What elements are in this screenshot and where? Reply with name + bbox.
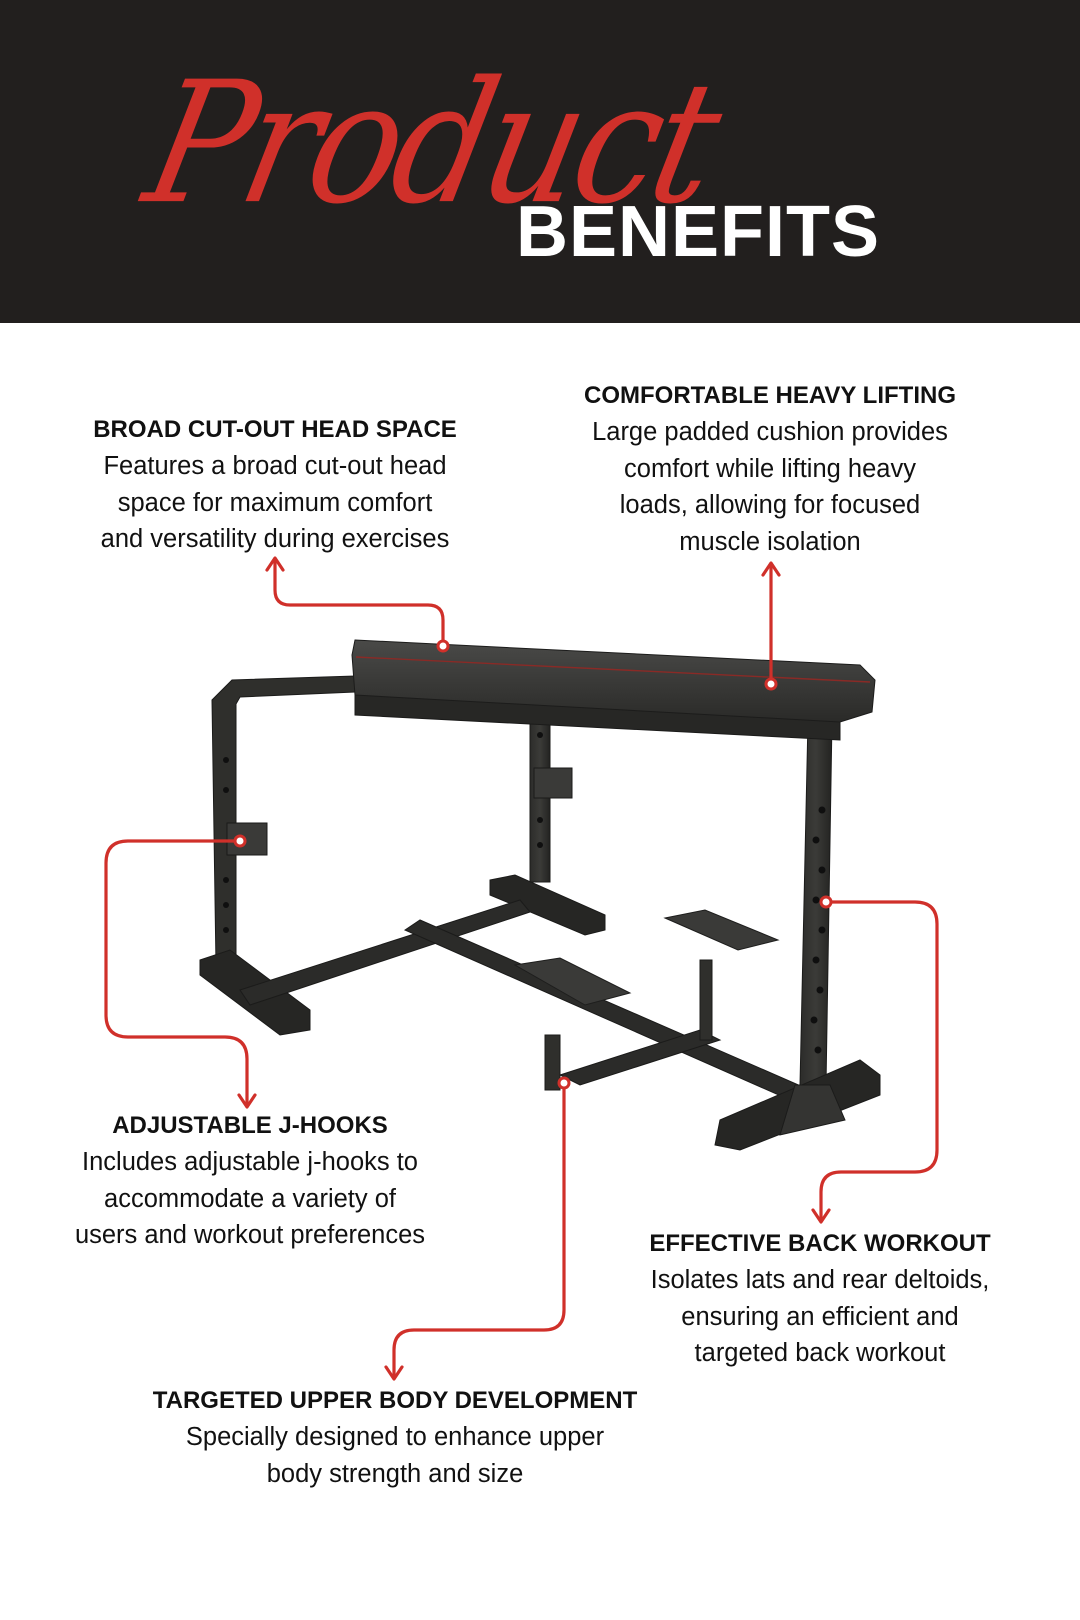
bench-frame: [199, 675, 881, 1151]
callout-line: comfort while lifting heavy: [624, 454, 916, 483]
callout-title: COMFORTABLE HEAVY LIFTING: [584, 382, 956, 409]
callout-line: space for maximum comfort: [117, 488, 433, 517]
callout-line: targeted back workout: [694, 1339, 946, 1367]
callout-line: muscle isolation: [679, 527, 861, 556]
anchor-dot-icon: [764, 677, 778, 691]
upright-holes: [223, 732, 826, 1054]
anchor-dot-icon: [819, 895, 833, 909]
footplates: [513, 909, 780, 1006]
callout-title: EFFECTIVE BACK WORKOUT: [649, 1230, 991, 1257]
callout-body: Isolates lats and rear deltoids, ensurin…: [610, 1262, 1030, 1372]
callout-line: Specially designed to enhance upper: [185, 1423, 605, 1451]
callout-line: body strength and size: [266, 1459, 524, 1488]
anchor-dot-icon: [557, 1076, 571, 1090]
callout-connectors: [104, 556, 939, 1381]
callout-body: Large padded cushion provides comfort wh…: [550, 414, 990, 560]
anchor-dots: [233, 639, 833, 1090]
callout-head-space: BROAD CUT-OUT HEAD SPACE Features a broa…: [60, 412, 490, 558]
padded-cushion: [351, 639, 876, 723]
bench-illustration: [104, 556, 939, 1381]
anchor-dot-icon: [436, 639, 450, 653]
callout-line: Features a broad cut-out head: [103, 452, 447, 480]
header-bold-title: BENEFITS: [516, 192, 881, 272]
callout-title: TARGETED UPPER BODY DEVELOPMENT: [152, 1387, 638, 1414]
callout-line: loads, allowing for focused: [619, 491, 921, 519]
header-banner: Product BENEFITS: [0, 0, 1080, 323]
callout-line: Includes adjustable j-hooks to: [82, 1148, 418, 1176]
callout-body: Specially designed to enhance upper body…: [125, 1419, 665, 1492]
callout-body: Features a broad cut-out head space for …: [60, 448, 490, 558]
callout-line: ensuring an efficient and: [681, 1302, 959, 1331]
callout-title: BROAD CUT-OUT HEAD SPACE: [93, 416, 457, 443]
callout-line: and versatility during exercises: [100, 525, 450, 553]
callout-line: Isolates lats and rear deltoids,: [650, 1266, 990, 1294]
callout-upper-body: TARGETED UPPER BODY DEVELOPMENT Speciall…: [125, 1383, 665, 1492]
callout-line: Large padded cushion provides: [592, 418, 948, 446]
callout-line: users and workout preferences: [74, 1221, 426, 1249]
callout-back-workout: EFFECTIVE BACK WORKOUT Isolates lats and…: [610, 1226, 1030, 1372]
callout-j-hooks: ADJUSTABLE J-HOOKS Includes adjustable j…: [30, 1108, 470, 1254]
anchor-dot-icon: [233, 834, 247, 848]
callout-heavy-lifting: COMFORTABLE HEAVY LIFTING Large padded c…: [550, 378, 990, 560]
j-hooks: [226, 767, 573, 856]
callout-line: accommodate a variety of: [104, 1184, 396, 1213]
callout-body: Includes adjustable j-hooks to accommoda…: [30, 1144, 470, 1254]
callout-title: ADJUSTABLE J-HOOKS: [112, 1112, 388, 1139]
